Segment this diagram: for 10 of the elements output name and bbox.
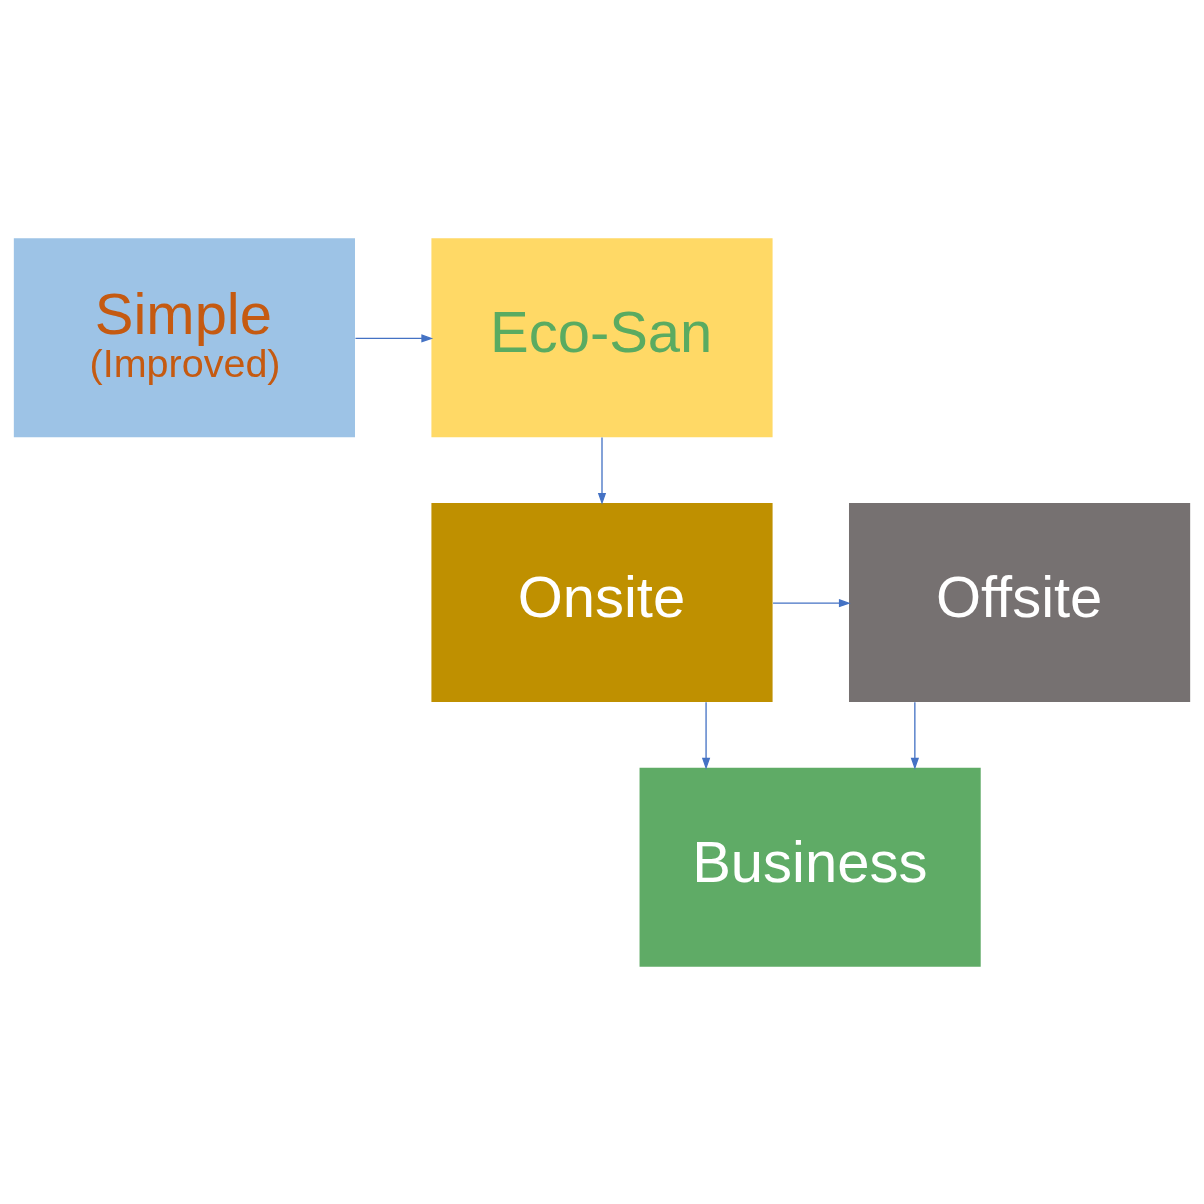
arrow: [910, 701, 919, 770]
node-box: Onsite: [431, 502, 773, 702]
node-box: Business: [639, 767, 981, 967]
node-box: Offsite: [849, 502, 1191, 702]
arrow: [772, 598, 851, 607]
node-box: Simple (Improved): [13, 237, 355, 437]
node-box: Eco-San: [431, 237, 773, 437]
arrow: [597, 436, 607, 505]
arrow: [354, 333, 434, 343]
arrow: [701, 701, 711, 770]
